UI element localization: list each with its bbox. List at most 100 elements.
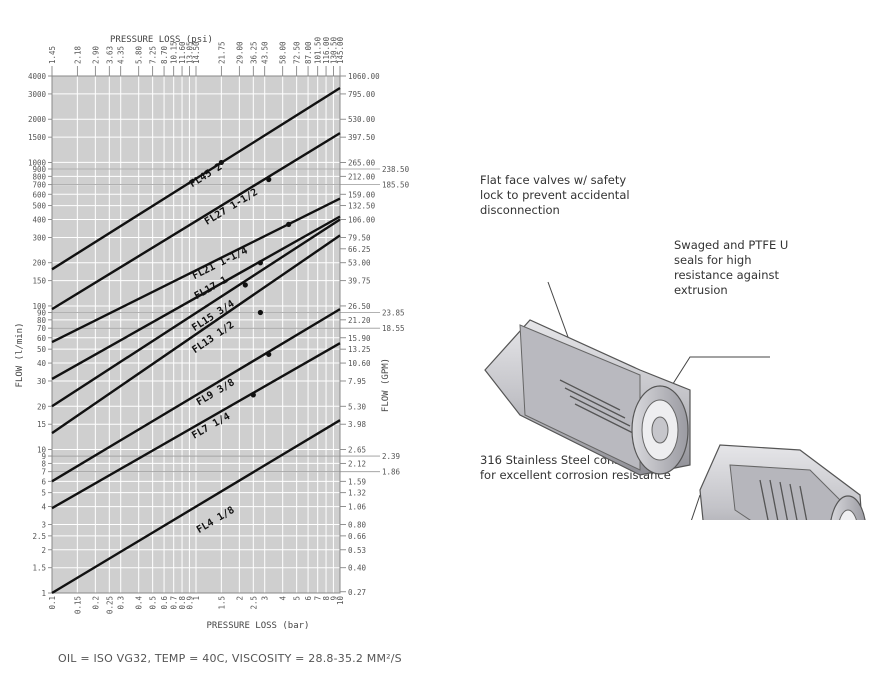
gpm-tick-label: 66.25 xyxy=(348,245,371,254)
y-tick-label: 3 xyxy=(41,521,46,530)
callout-swaged: Swaged and PTFE U seals for high resista… xyxy=(674,238,789,297)
psi-tick-label: 14.50 xyxy=(192,41,201,64)
psi-tick-label: 130.50 xyxy=(329,36,338,64)
psi-tick-label: 2.90 xyxy=(91,45,100,64)
psi-tick-label: 13.05 xyxy=(185,41,194,64)
y-tick-label: 1 xyxy=(41,589,46,598)
psi-tick-label: 29.00 xyxy=(235,41,244,64)
series-marker xyxy=(266,176,272,183)
series-line xyxy=(51,132,341,311)
gpm-tick-label: 0.40 xyxy=(348,564,367,573)
gpm-max-label: 18.55 xyxy=(382,324,405,333)
gpm-tick-label: 0.80 xyxy=(348,521,367,530)
gpm-tick-label: 2.12 xyxy=(348,459,366,468)
gpm-tick-label: 79.50 xyxy=(348,233,371,242)
x-tick-label: 0.25 xyxy=(105,596,114,614)
gpm-tick-label: 53.00 xyxy=(348,259,371,268)
series-line xyxy=(51,218,341,408)
x-tick-label: 3 xyxy=(261,596,270,601)
gpm-tick-label: 15.90 xyxy=(348,334,371,343)
gpm-tick-label: 265.00 xyxy=(348,158,376,167)
series-marker xyxy=(257,309,263,316)
x-tick-label: 0.1 xyxy=(48,596,57,610)
y-tick-label: 60 xyxy=(37,334,47,343)
series-line xyxy=(51,342,341,510)
gpm-tick-label: 7.95 xyxy=(348,377,366,386)
y-tick-label: 15 xyxy=(37,420,46,429)
y-tick-label: 7 xyxy=(41,468,46,477)
gpm-tick-label: 13.25 xyxy=(348,345,371,354)
x-tick-label: 0.15 xyxy=(73,596,82,614)
x-tick-label: 2.5 xyxy=(249,596,258,610)
gpm-max-label: 2.39 xyxy=(382,452,400,461)
psi-tick-label: 101.50 xyxy=(314,36,323,64)
gpm-tick-label: 795.00 xyxy=(348,90,376,99)
test-conditions-note: OIL = ISO VG32, TEMP = 40C, VISCOSITY = … xyxy=(58,652,402,665)
x-tick-label: 0.7 xyxy=(170,596,179,610)
y-tick-label: 200 xyxy=(32,259,46,268)
y-tick-label: 150 xyxy=(32,277,46,286)
psi-tick-label: 116.00 xyxy=(322,36,331,64)
gpm-tick-label: 39.75 xyxy=(348,277,371,286)
gpm-tick-label: 106.00 xyxy=(348,216,376,225)
x-tick-label: 0.5 xyxy=(149,596,158,610)
y-tick-label: 800 xyxy=(32,172,46,181)
gpm-tick-label: 10.60 xyxy=(348,359,371,368)
psi-tick-label: 7.25 xyxy=(149,46,158,64)
y-tick-label: 2.5 xyxy=(32,532,46,541)
gpm-tick-label: 530.00 xyxy=(348,115,376,124)
y-tick-label: 2 xyxy=(41,546,46,555)
psi-tick-label: 1.45 xyxy=(48,46,57,64)
x-tick-label: 9 xyxy=(329,596,338,601)
y-tick-label: 5 xyxy=(41,489,46,498)
series-line xyxy=(51,419,341,595)
gpm-tick-label: 5.30 xyxy=(348,402,367,411)
y-tick-label: 6 xyxy=(41,477,46,486)
x-tick-label: 0.6 xyxy=(160,596,169,610)
psi-tick-label: 4.35 xyxy=(117,46,126,64)
coupling-male-half xyxy=(699,444,866,520)
y-tick-label: 8 xyxy=(41,459,46,468)
gpm-tick-label: 2.65 xyxy=(348,445,366,454)
leader-stainless xyxy=(690,494,701,520)
gpm-tick-label: 1.59 xyxy=(348,477,366,486)
y-tick-label: 700 xyxy=(32,181,46,190)
x-tick-label: 4 xyxy=(279,596,288,601)
psi-tick-label: 2.18 xyxy=(73,45,82,64)
x-tick-label: 10 xyxy=(336,596,345,606)
y-tick-label: 30 xyxy=(37,377,47,386)
coupling-female-half xyxy=(484,319,691,476)
y-tick-label: 80 xyxy=(37,316,47,325)
y-tick-label: 1000 xyxy=(28,158,47,167)
left-axis-title: FLOW (l/min) xyxy=(15,322,25,387)
plot-border xyxy=(51,75,341,594)
y-tick-label: 9 xyxy=(41,452,46,461)
series-marker xyxy=(218,159,224,166)
series-marker xyxy=(242,282,248,288)
callout-flat-face: Flat face valves w/ safety lock to preve… xyxy=(480,173,630,217)
x-tick-label: 7 xyxy=(314,596,323,601)
psi-tick-label: 58.00 xyxy=(279,41,288,64)
y-tick-label: 50 xyxy=(37,345,47,354)
series-line xyxy=(51,234,341,435)
y-tick-label: 1.5 xyxy=(32,564,46,573)
psi-tick-label: 36.25 xyxy=(249,41,258,64)
psi-tick-label: 10.15 xyxy=(170,41,179,64)
x-tick-label: 0.4 xyxy=(135,596,144,610)
gpm-max-label: 1.86 xyxy=(382,468,401,477)
bottom-axis-title: PRESSURE LOSS (bar) xyxy=(207,621,310,631)
gpm-tick-label: 1.32 xyxy=(348,489,366,498)
y-tick-label: 20 xyxy=(37,402,47,411)
gpm-tick-label: 21.20 xyxy=(348,316,371,325)
series-marker xyxy=(286,221,292,227)
gpm-tick-label: 26.50 xyxy=(348,302,371,311)
series-marker xyxy=(266,351,272,357)
series-marker xyxy=(250,392,256,398)
y-tick-label: 10 xyxy=(37,445,47,454)
x-tick-label: 0.3 xyxy=(117,596,126,610)
x-tick-label: 1.5 xyxy=(217,596,226,610)
psi-tick-label: 3.63 xyxy=(105,46,114,64)
series-line xyxy=(51,308,341,483)
y-tick-label: 600 xyxy=(32,190,46,199)
y-tick-label: 100 xyxy=(32,302,46,311)
